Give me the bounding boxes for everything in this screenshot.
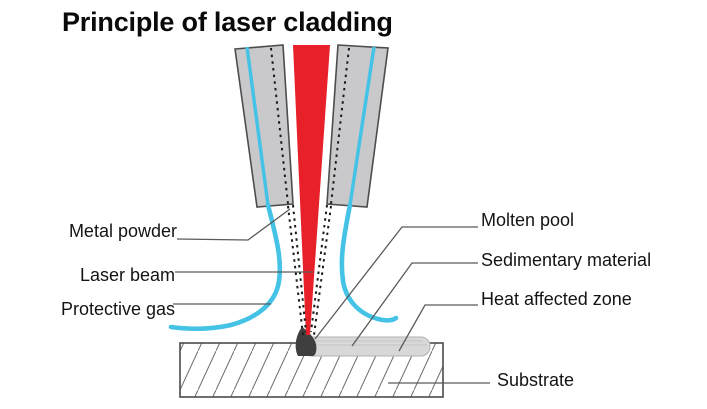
right-focus-dashed-line — [313, 205, 332, 336]
heat-affected-zone-leader-line — [398, 304, 478, 352]
metal-powder-label: Metal powder — [68, 221, 177, 241]
laser-beam-label: Laser beam — [79, 265, 175, 285]
page-title: Principle of laser cladding — [62, 7, 393, 37]
right-powder-channel — [348, 46, 376, 206]
laser-beam-shape — [293, 45, 330, 335]
left-powder-channel — [245, 46, 270, 206]
metal-powder-leader-line — [176, 208, 291, 241]
molten-pool-label: Molten pool — [481, 210, 575, 230]
sedimentary-material-label: Sedimentary material — [481, 250, 652, 270]
left-focus-dashed-line-inner — [292, 204, 307, 333]
left-nozzle — [234, 44, 294, 208]
substrate-label: Substrate — [497, 370, 575, 390]
heat-affected-zone-label: Heat affected zone — [481, 289, 632, 309]
sedimentary-material-leader-line — [351, 262, 478, 347]
right-nozzle — [326, 44, 389, 208]
molten-pool-blob — [295, 327, 317, 356]
left-gas-stream — [168, 202, 283, 332]
right-focus-dashed-line-inner — [310, 204, 328, 333]
protective-gas-label: Protective gas — [60, 299, 175, 319]
left-focus-dashed-line — [287, 205, 304, 336]
right-gas-stream — [339, 202, 399, 323]
molten-pool-leader-line — [314, 226, 478, 340]
sedimentary-material-layer — [302, 336, 431, 357]
